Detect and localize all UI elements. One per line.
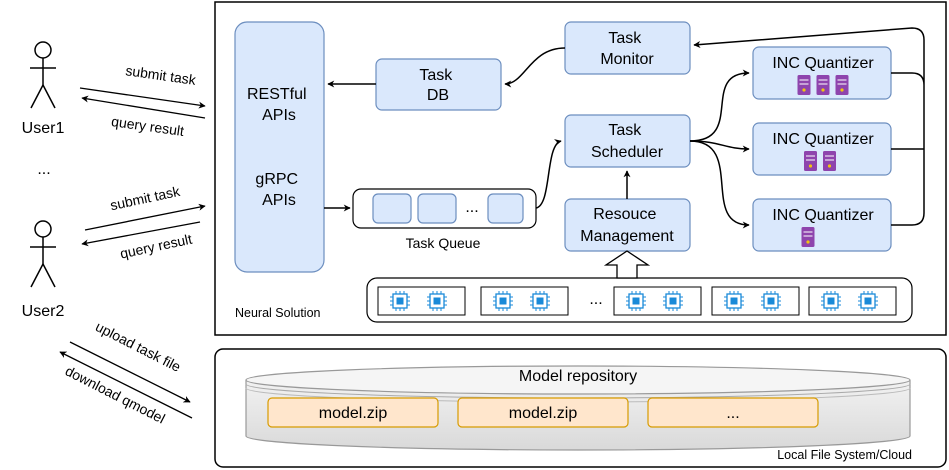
queue-ellipsis: ... (465, 199, 478, 216)
server-icons-2 (804, 151, 836, 171)
server-icon (797, 75, 811, 95)
user1-label: User1 (22, 120, 65, 137)
server-icon (804, 151, 817, 171)
resource-management-label: Resouce Management (580, 206, 674, 245)
inc-quantizer-3: INC Quantizer (752, 198, 892, 252)
model-file-2 (457, 397, 629, 428)
node-group (377, 286, 466, 316)
query-result-label-1: query result (110, 113, 185, 139)
cluster-ellipsis: ... (589, 291, 602, 308)
cpu-chip-icon (858, 291, 878, 311)
model-repository-label: Model repository (519, 368, 637, 385)
inc-quantizer-1: INC Quantizer (752, 46, 892, 100)
inc-quantizer-2: INC Quantizer (752, 122, 892, 176)
queue-to-scheduler-arrow (535, 139, 562, 209)
user2-label: User2 (22, 303, 65, 320)
cpu-chip-icon (724, 291, 744, 311)
resource-block-arrow (603, 250, 651, 279)
apis-box (234, 21, 325, 273)
user1-actor-icon (30, 41, 56, 109)
storage-label: Local File System/Cloud (777, 448, 912, 462)
task-monitor-label: Task Monitor (600, 30, 654, 68)
queue-slot (417, 193, 457, 224)
cpu-chip-icon (530, 291, 550, 311)
server-icons-1 (797, 75, 849, 95)
neural-solution-label: Neural Solution (235, 306, 321, 320)
queue-slot (372, 193, 412, 224)
model-file-more-label: ... (726, 405, 739, 422)
model-file-1 (267, 397, 439, 428)
cpu-chip-icon (427, 291, 447, 311)
query-result-arrow-1 (81, 95, 206, 119)
grpc-apis-label: gRPC APIs (255, 171, 302, 209)
cpu-chip-icon (493, 291, 513, 311)
inc-quantizer-2-label: INC Quantizer (772, 131, 874, 148)
queue-slot (487, 193, 524, 224)
server-icon (801, 227, 815, 247)
submit-task-arrow-1 (79, 87, 206, 109)
model-file-2-label: model.zip (509, 405, 578, 422)
scheduler-to-quantizer-3-arrow (689, 140, 750, 229)
users-ellipsis: ... (37, 161, 50, 178)
submit-task-label-2: submit task (109, 183, 183, 214)
server-icon (816, 75, 830, 95)
restful-apis-label: RESTful APIs (247, 86, 311, 124)
server-icon (835, 75, 849, 95)
scheduler-to-quantizer-1-arrow (689, 69, 750, 142)
task-queue-label: Task Queue (406, 235, 481, 251)
cpu-chip-icon (626, 291, 646, 311)
cpu-chip-icon (761, 291, 781, 311)
cpu-chip-icon (821, 291, 841, 311)
query-result-arrow-2 (81, 221, 201, 247)
server-icons-3 (801, 227, 815, 247)
download-qmodel-arrow (59, 351, 193, 419)
cpu-chip-icons (390, 291, 878, 311)
model-file-1-label: model.zip (319, 405, 388, 422)
model-file-more (647, 397, 819, 428)
task-scheduler-label: Task Scheduler (591, 122, 664, 161)
upload-task-file-arrow (69, 341, 191, 403)
monitor-to-db-arrow (504, 47, 566, 88)
user2-actor-icon (30, 220, 56, 288)
inc-quantizer-3-label: INC Quantizer (772, 207, 874, 224)
server-icon (823, 151, 836, 171)
cpu-chip-icon (663, 291, 683, 311)
download-qmodel-label: download qmodel (63, 363, 168, 427)
cpu-chip-icon (390, 291, 410, 311)
quantizers-to-monitor-feedback (694, 27, 925, 226)
task-db-label: Task DB (419, 67, 456, 104)
upload-task-file-label: upload task file (93, 318, 184, 375)
inc-quantizer-1-label: INC Quantizer (772, 55, 874, 72)
submit-task-label-1: submit task (125, 62, 198, 88)
submit-task-arrow-2 (84, 203, 206, 231)
